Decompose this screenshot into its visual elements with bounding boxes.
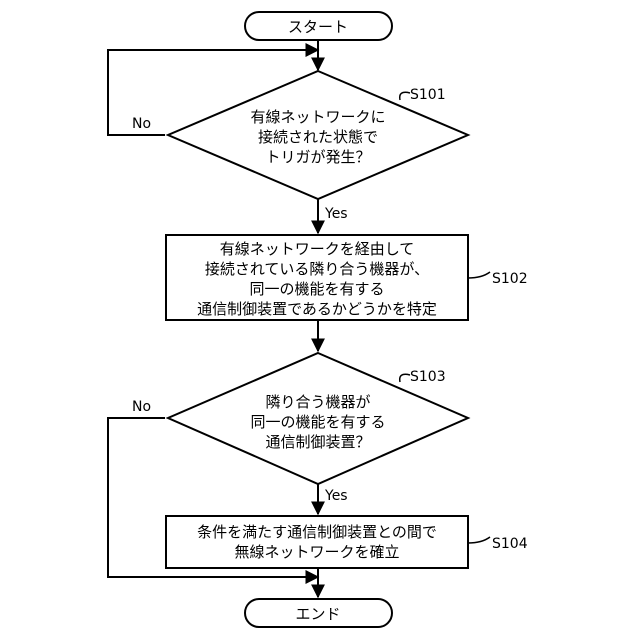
s101-yes-label: Yes: [324, 206, 348, 222]
s103-no-label: No: [132, 399, 151, 415]
s102-step-id: S102: [492, 271, 528, 287]
s101-no-label: No: [132, 116, 151, 132]
s102-line-1: 有線ネットワークを経由して: [220, 240, 415, 258]
s104-line-2: 無線ネットワークを確立: [234, 543, 399, 561]
s103-leader: [400, 374, 410, 382]
s101-line-3: トリガが発生？: [265, 148, 370, 166]
start-terminal: スタート: [245, 12, 392, 40]
s104-step-id: S104: [492, 536, 528, 552]
s102-line-3: 同一の機能を有する: [249, 280, 384, 298]
s103-line-3: 通信制御装置？: [265, 433, 370, 451]
start-label: スタート: [288, 18, 348, 36]
s103-line-1: 隣り合う機器が: [265, 393, 370, 411]
s104-leader: [468, 537, 490, 543]
s104-line-1: 条件を満たす通信制御装置との間で: [197, 523, 437, 541]
s103-line-2: 同一の機能を有する: [250, 413, 385, 431]
s101-line-1: 有線ネットワークに: [250, 108, 385, 126]
s102-leader: [468, 272, 490, 278]
s103-yes-label: Yes: [324, 488, 348, 504]
s102-line-4: 通信制御装置であるかどうかを特定: [197, 300, 437, 318]
end-terminal: エンド: [245, 599, 392, 627]
s102-line-2: 接続されている隣り合う機器が、: [205, 260, 429, 278]
process-s104: 条件を満たす通信制御装置との間で 無線ネットワークを確立: [166, 516, 468, 568]
s101-leader: [400, 92, 410, 100]
end-label: エンド: [295, 605, 340, 623]
s103-step-id: S103: [410, 369, 446, 385]
s101-step-id: S101: [410, 87, 446, 103]
s101-line-2: 接続された状態で: [258, 128, 378, 146]
process-s102: 有線ネットワークを経由して 接続されている隣り合う機器が、 同一の機能を有する …: [166, 235, 468, 320]
